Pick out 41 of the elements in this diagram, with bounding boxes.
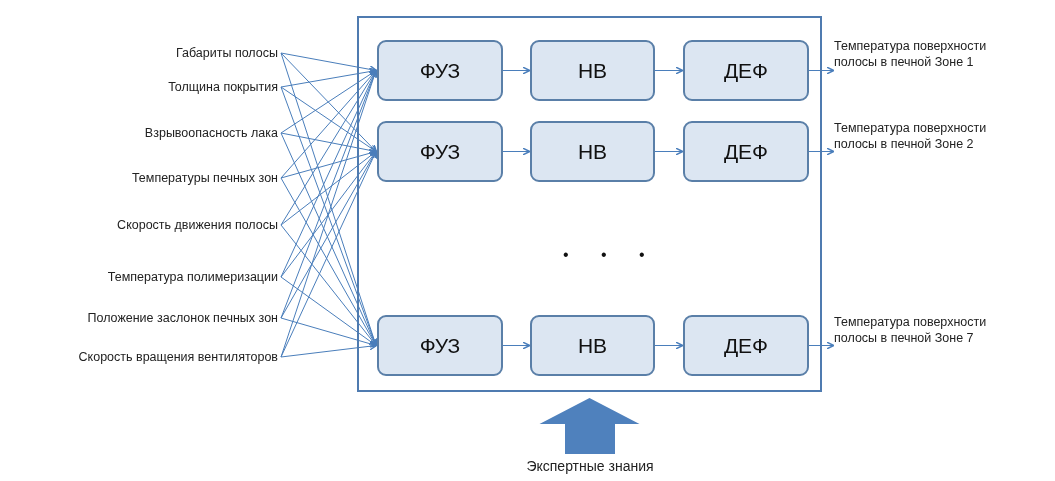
arrow [280, 317, 378, 348]
process-box: НВ [530, 121, 655, 182]
knowledge-label: Экспертные знания [520, 458, 660, 476]
arrow [808, 66, 835, 75]
input-label: Взрывоопасность лака [20, 124, 278, 142]
process-box: ФУЗ [377, 315, 503, 376]
arrow [502, 147, 531, 156]
arrow [654, 147, 684, 156]
process-box: ДЕФ [683, 315, 809, 376]
arrow [280, 150, 378, 226]
system-frame [357, 16, 822, 392]
input-label: Температура полимеризации [20, 268, 278, 286]
process-box: ДЕФ [683, 121, 809, 182]
arrow [280, 86, 378, 153]
arrow [280, 342, 378, 358]
process-box: ДЕФ [683, 40, 809, 101]
process-box: ФУЗ [377, 121, 503, 182]
arrow [808, 341, 835, 350]
output-label: Температура поверхности полосы в печной Зоне 1 [834, 38, 1024, 72]
block-arrow [539, 398, 640, 454]
arrow [654, 66, 684, 75]
input-label: Положение заслонок печных зон [8, 309, 278, 327]
process-box: ФУЗ [377, 40, 503, 101]
process-box: НВ [530, 315, 655, 376]
arrow [808, 147, 835, 156]
input-label: Скорость движения полосы [20, 216, 278, 234]
arrow [654, 341, 684, 350]
arrow [280, 52, 378, 74]
arrow [502, 66, 531, 75]
arrow [502, 341, 531, 350]
arrow [280, 67, 378, 88]
output-label: Температура поверхности полосы в печной Зоне 2 [834, 120, 1024, 154]
input-label: Габариты полосы [20, 44, 278, 62]
output-label: Температура поверхности полосы в печной Зоне 7 [834, 314, 1024, 348]
input-label: Температуры печных зон [20, 169, 278, 187]
ellipsis: • • • [563, 246, 659, 264]
arrow [280, 224, 378, 347]
input-label: Толщина покрытия [20, 78, 278, 96]
process-box: НВ [530, 40, 655, 101]
arrow [280, 52, 378, 153]
input-label: Скорость вращения вентиляторов [8, 348, 278, 366]
